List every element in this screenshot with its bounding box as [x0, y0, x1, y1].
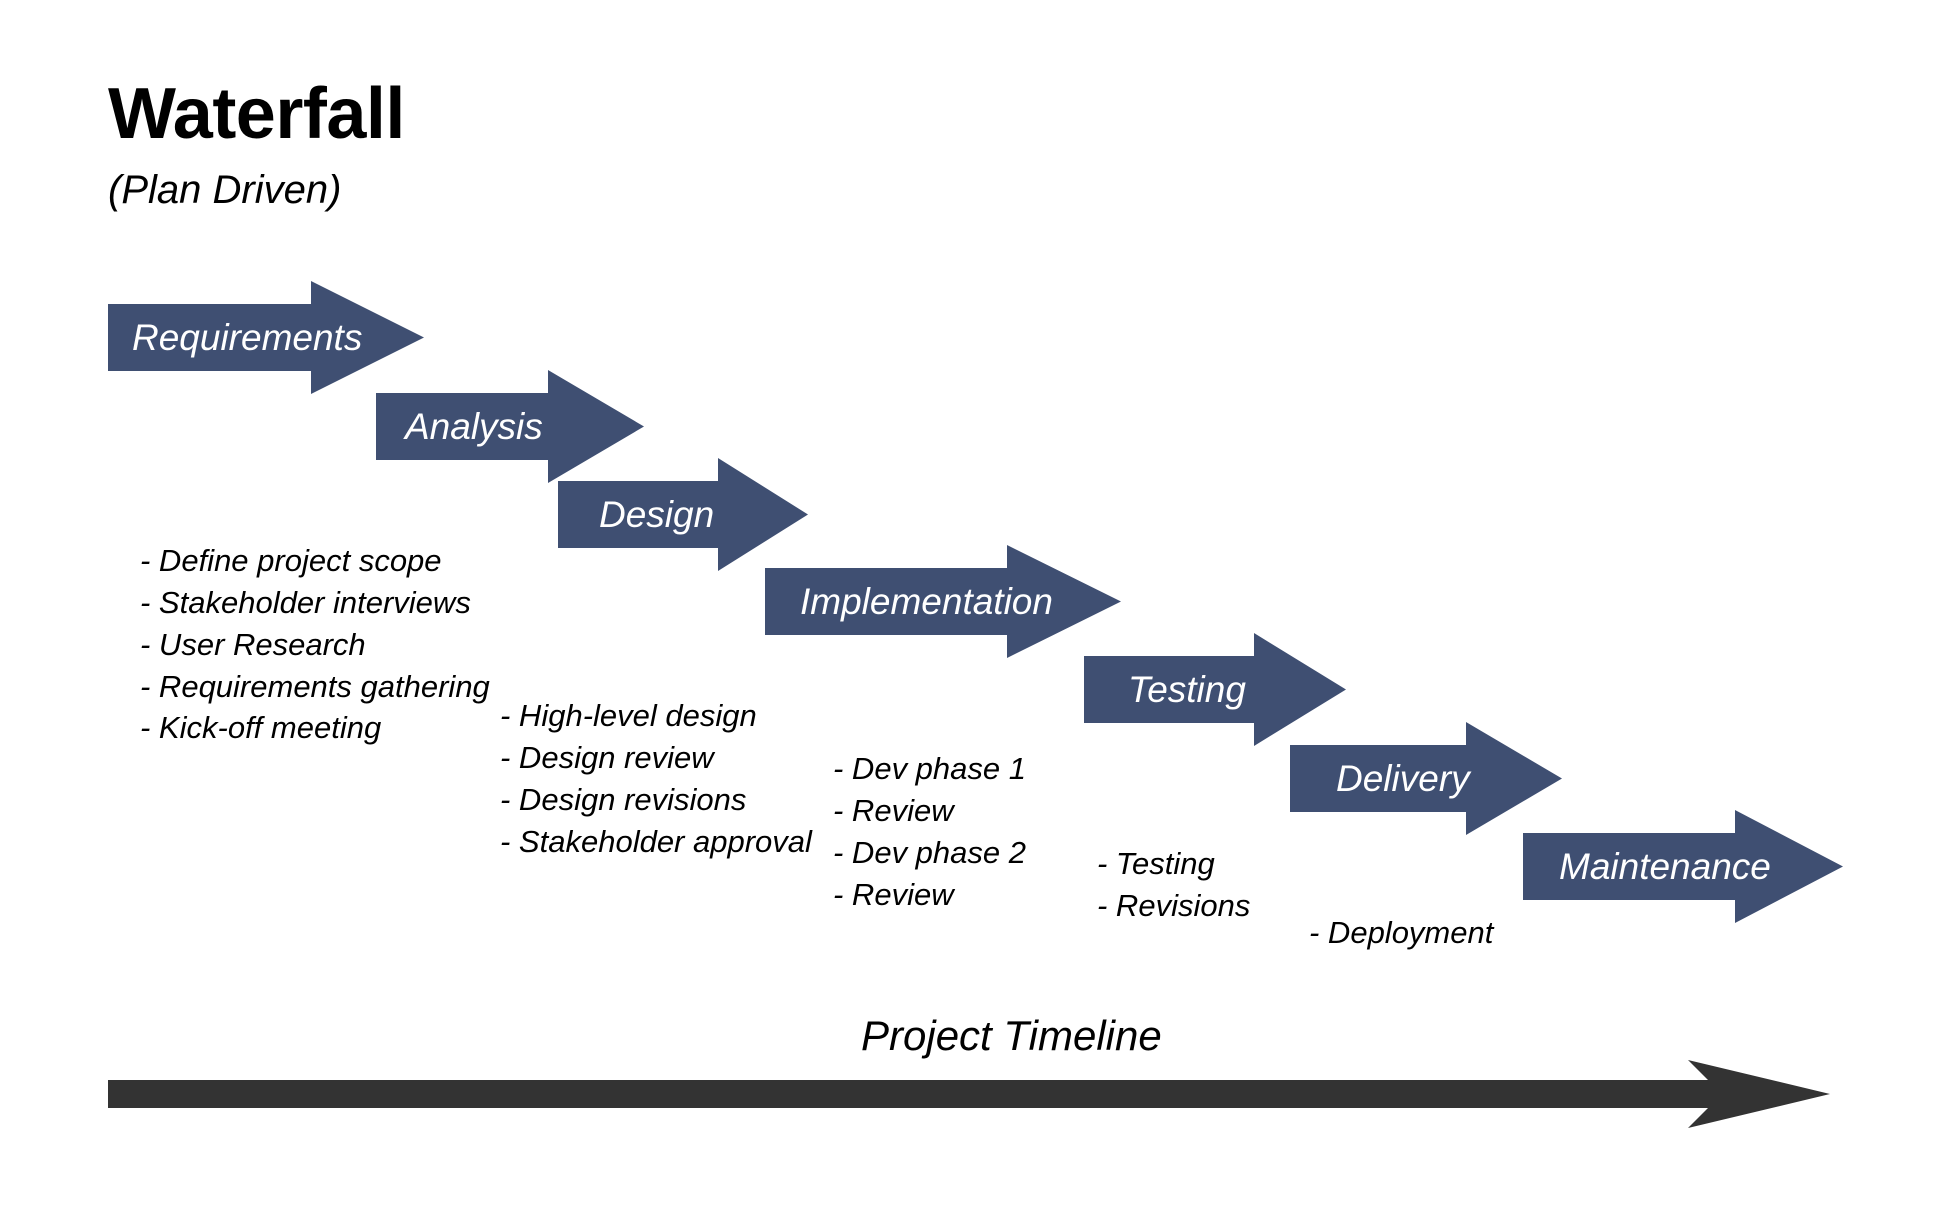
arrow-shape-icon	[1084, 633, 1346, 746]
note-line: - User Research	[140, 626, 366, 662]
arrow-shape-icon	[765, 545, 1121, 658]
note-line: - Define project scope	[140, 543, 442, 578]
note-block-testing: - Testing - Revisions	[1097, 843, 1250, 927]
timeline-label: Project Timeline	[861, 1012, 1162, 1059]
page-title: Waterfall	[108, 74, 405, 154]
note-line: - Stakeholder approval	[500, 823, 812, 859]
note-line: - Stakeholder interviews	[140, 584, 471, 620]
note-line: - Review	[833, 792, 954, 828]
arrow-shape-icon	[1290, 722, 1562, 835]
timeline-arrow-icon	[108, 1060, 1830, 1128]
note-block-implementation: - Dev phase 1 - Review - Dev phase 2 - R…	[833, 748, 1026, 915]
note-block-requirements: - Define project scope - Stakeholder int…	[140, 540, 490, 749]
arrow-shape-icon	[376, 370, 644, 483]
arrow-shape-icon	[108, 281, 424, 394]
note-line: - Deployment	[1309, 915, 1494, 950]
note-line: - Revisions	[1097, 887, 1251, 923]
note-block-delivery: - Deployment	[1309, 912, 1493, 954]
stage-arrow-maintenance[interactable]: Maintenance	[1523, 810, 1843, 923]
note-block-design: - High-level design - Design review - De…	[500, 695, 812, 862]
arrow-shape-icon	[558, 458, 808, 571]
timeline-arrow	[108, 1060, 1830, 1133]
note-line: - Review	[833, 876, 954, 912]
note-line: - Kick-off meeting	[140, 710, 382, 746]
note-line: - Dev phase 1	[833, 751, 1026, 786]
stage-arrow-implementation[interactable]: Implementation	[765, 545, 1121, 658]
stage-arrow-delivery[interactable]: Delivery	[1290, 722, 1562, 835]
note-line: - Testing	[1097, 846, 1215, 881]
note-line: - Design revisions	[500, 781, 747, 817]
note-line: - High-level design	[500, 698, 757, 733]
title-block: Waterfall (Plan Driven)	[108, 78, 405, 210]
note-line: - Dev phase 2	[833, 834, 1026, 870]
note-line: - Design review	[500, 739, 714, 775]
page-subtitle: (Plan Driven)	[108, 168, 342, 212]
note-line: - Requirements gathering	[140, 668, 490, 704]
arrow-shape-icon	[1523, 810, 1843, 923]
